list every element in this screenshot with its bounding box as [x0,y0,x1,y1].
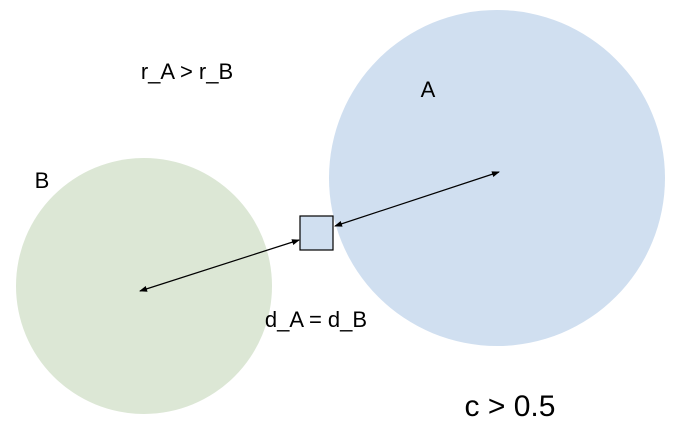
circle-a [329,10,665,346]
circle-a-label: A [420,77,436,102]
circle-b [16,158,272,414]
arrow-distance-b [139,239,300,292]
circle-b-label: B [34,168,50,193]
c-condition-label: c > 0.5 [464,390,556,423]
arrow-distance-a [334,171,500,227]
radius-relation-label: r_A > r_B [140,59,234,84]
distance-relation-label: d_A = d_B [264,307,368,332]
point-square [299,215,334,251]
